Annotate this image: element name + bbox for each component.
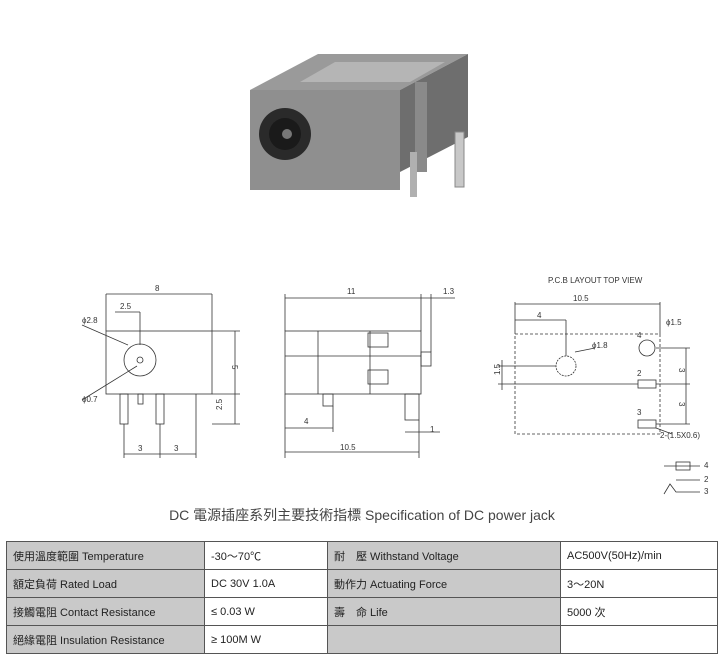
spec-value: 3～20N	[560, 569, 718, 598]
pcb-pin3-number: 3	[637, 408, 642, 417]
front-pin-len-label: 2.5	[215, 398, 224, 410]
front-phi-pin-label: ϕ0.7	[82, 395, 98, 404]
table-row: 接觸電阻 Contact Resistance ≤ 0.03 W 壽 命 Lif…	[6, 597, 718, 626]
front-pitch2-label: 3	[174, 444, 179, 453]
pcb-row-y-label: 1.5	[493, 363, 502, 375]
pcb-phi-center-label: ϕ1.8	[592, 341, 608, 350]
side-length-label: 11	[347, 287, 356, 296]
pcb-gap1-label: 3	[677, 368, 686, 373]
front-width-label: 8	[155, 284, 160, 293]
front-offset-label: 2.5	[120, 302, 132, 311]
spec-label: 動作力 Actuating Force	[327, 569, 561, 598]
schematic-3: 3	[704, 487, 709, 496]
pcb-gap2-label: 3	[677, 402, 686, 407]
pcb-pin4-number: 4	[637, 331, 642, 340]
pcb-phi-pin4-label: ϕ1.5	[666, 318, 682, 327]
front-height-label: 5	[230, 365, 239, 370]
schematic-4: 4	[704, 461, 709, 470]
spec-value: 5000 次	[560, 597, 718, 626]
side-pin-span-label: 10.5	[340, 443, 356, 452]
pcb-slot-label: 2-(1.5X0.6)	[660, 431, 700, 440]
spec-label: 使用溫度範圍 Temperature	[6, 541, 205, 570]
side-pin-pos-label: 4	[304, 417, 309, 426]
pcb-total-label: 10.5	[573, 294, 589, 303]
spec-label	[327, 625, 561, 654]
product-photo	[250, 54, 468, 197]
side-tab-label: 1.3	[443, 287, 455, 296]
pcb-center-label: 4	[537, 311, 542, 320]
schematic-2: 2	[704, 475, 709, 484]
spec-value: ≤ 0.03 W	[204, 597, 328, 626]
spec-value: DC 30V 1.0A	[204, 569, 328, 598]
table-row: 絕緣電阻 Insulation Resistance ≥ 100M W	[6, 625, 718, 654]
spec-value	[560, 625, 718, 654]
spec-label: 額定負荷 Rated Load	[6, 569, 205, 598]
front-phi-big-label: ϕ2.8	[82, 316, 98, 325]
spec-table: 使用溫度範圍 Temperature -30～70℃ 耐 壓 Withstand…	[6, 541, 718, 654]
pcb-header: P.C.B LAYOUT TOP VIEW	[548, 276, 643, 285]
table-row: 使用溫度範圍 Temperature -30～70℃ 耐 壓 Withstand…	[6, 541, 718, 570]
spec-value: -30～70℃	[204, 541, 328, 570]
front-pitch1-label: 3	[138, 444, 143, 453]
spec-label: 壽 命 Life	[327, 597, 561, 626]
spec-label: 絕緣電阻 Insulation Resistance	[6, 625, 205, 654]
side-pin-w-label: 1	[430, 425, 435, 434]
spec-value: ≥ 100M W	[204, 625, 328, 654]
spec-label: 接觸電阻 Contact Resistance	[6, 597, 205, 626]
spec-label: 耐 壓 Withstand Voltage	[327, 541, 561, 570]
spec-value: AC500V(50Hz)/min	[560, 541, 718, 570]
table-row: 額定負荷 Rated Load DC 30V 1.0A 動作力 Actuatin…	[6, 569, 718, 598]
pcb-pin2-number: 2	[637, 369, 642, 378]
spec-title: DC 電源插座系列主要技術指標 Specification of DC powe…	[169, 507, 555, 523]
technical-drawings: 8 2.5 ϕ2.8 ϕ0.7 5 2.5 3 3 11 1.3 4 1 10.…	[81, 276, 709, 496]
